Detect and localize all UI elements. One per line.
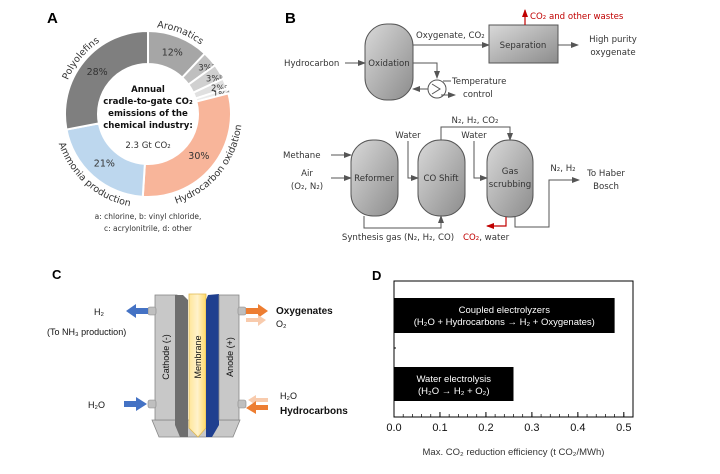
center-line-4: chemical industry:: [103, 121, 193, 131]
center-line-2: cradle-to-gate CO₂: [103, 97, 193, 107]
bar-coupled-electrolyzers: [394, 298, 615, 333]
co-shift-label: CO Shift: [423, 174, 459, 184]
anode-layer: [206, 294, 219, 437]
membrane-label: Membrane: [193, 335, 203, 378]
bar-text-line: (H₂O → H₂ + O₂): [418, 386, 490, 397]
waste-label: CO₂ and other wastes: [530, 12, 624, 22]
scrubbing-label-1: Gas: [502, 167, 519, 177]
hydrocarbons-label: Hydrocarbons: [280, 406, 348, 417]
temp-label-2: control: [463, 90, 493, 100]
cathode-label: Cathode (-): [161, 334, 171, 380]
hydrocarbon-input-label: Hydrocarbon: [284, 59, 339, 69]
x-tick-label: 0.5: [616, 422, 631, 434]
donut-slice-hydrocarbon-oxidation: [141, 92, 232, 198]
x-tick-label: 0.1: [432, 422, 447, 434]
bypass-line: [440, 126, 513, 141]
bar-text-line: (H₂O + Hydrocarbons → H₂ + Oxygenates): [414, 317, 595, 328]
hydrocarbons-in-arrow-icon: [246, 401, 268, 414]
bypass-stream-label: N₂, H₂, CO₂: [452, 116, 499, 126]
footnote-line-1: a: chlorine, b: vinyl chloride,: [95, 212, 202, 221]
oxidation-label: Oxidation: [368, 59, 409, 69]
x-tick-label: 0.0: [386, 422, 401, 434]
center-line-3: emissions of the: [108, 109, 188, 119]
air-label: Air: [301, 169, 313, 179]
co2-water-arrow: [486, 217, 507, 229]
oxygenates-label: Oxygenates: [276, 306, 333, 317]
anode-label: Anode (+): [225, 337, 235, 377]
x-tick-label: 0.4: [570, 422, 585, 434]
heat-exchanger-symbol: [431, 83, 441, 95]
donut-pct-label-vinyl-chloride-b: 3%b: [206, 74, 223, 84]
donut-pct-label-aromatics: 12%: [162, 48, 183, 59]
electrolyzer-cell: Cathode (-) Membrane Anode (+): [147, 293, 247, 438]
scrubbing-label-2: scrubbing: [489, 180, 531, 190]
h2o-in-right-arrow-icon: [248, 395, 268, 405]
temp-label-1: Temperature: [451, 77, 506, 87]
oxygenates-out-arrow-icon: [246, 304, 268, 318]
separation-box: [488, 24, 559, 64]
hydrocarbons-inlet-port: [237, 399, 247, 409]
cathode-layer: [175, 295, 188, 437]
h2o-in-arrow-icon: [124, 397, 147, 411]
panel-a-label: A: [47, 10, 58, 27]
outlet-stream-label: N₂, H₂: [550, 164, 575, 174]
product-line-2: oxygenate: [590, 48, 635, 58]
reformer-label: Reformer: [354, 174, 394, 184]
methane-label: Methane: [283, 151, 321, 161]
oxygenate-stream-label: Oxygenate, CO₂: [416, 31, 485, 41]
center-total: 2.3 Gt CO₂: [125, 141, 170, 151]
o2-label: O₂: [276, 319, 287, 329]
water-arrow-2: [473, 141, 488, 181]
outlet-line: [514, 177, 580, 228]
co2-water-label: CO₂, water: [463, 233, 510, 243]
h2o-in-right-label: H₂O: [280, 391, 297, 401]
o2-out-arrow-icon: [246, 315, 266, 326]
oxygenates-outlet-port: [237, 306, 247, 316]
water-label-2: Water: [461, 131, 487, 141]
air-composition-label: (O₂, N₂): [291, 182, 323, 192]
reformer-vessel: [350, 139, 399, 217]
footnote-line-2: c: acrylonitrile, d: other: [104, 224, 193, 233]
donut-pct-label-polyolefins: 28%: [87, 67, 108, 78]
panel-b-label: B: [285, 10, 296, 27]
haber-label-2: Bosch: [593, 182, 619, 192]
separation-label: Separation: [500, 41, 547, 51]
donut-slice-polyolefins: [64, 29, 149, 131]
panel-d-label: D: [372, 268, 381, 283]
anode-plate: [218, 294, 240, 421]
x-tick-label: 0.3: [524, 422, 539, 434]
product-line-1: High purity: [589, 35, 637, 45]
x-axis-label: Max. CO₂ reduction efficiency (t CO₂/MWh…: [423, 447, 605, 458]
donut-pct-label-hydrocarbon-oxidation: 30%: [188, 151, 209, 162]
membrane: [188, 293, 207, 438]
coolant-loop-line: [413, 62, 440, 79]
water-label-1: Water: [395, 131, 421, 141]
panel-c-label: C: [52, 267, 62, 282]
donut-pct-label-ammonia-production: 21%: [94, 159, 115, 170]
haber-label-1: To Haber: [586, 169, 625, 179]
oxidation-process: Oxidation Hydrocarbon Oxygenate, CO₂ Sep…: [284, 9, 637, 101]
syngas-line: [363, 215, 444, 229]
h2-out-label: H₂: [94, 307, 104, 317]
bar-text-line: Water electrolysis: [416, 374, 491, 385]
gas-scrubbing-vessel: [486, 139, 534, 218]
syngas-label: Synthesis gas (N₂, H₂, CO): [342, 233, 454, 243]
h2-outlet-port: [147, 306, 157, 316]
donut-center-text: Annual cradle-to-gate CO₂ emissions of t…: [103, 85, 193, 151]
h2-out-arrow-icon: [126, 304, 148, 318]
h2o-inlet-port: [147, 399, 157, 409]
x-tick-label: 0.2: [478, 422, 493, 434]
water-arrow-1: [407, 141, 419, 181]
ammonia-process: Methane Air (O₂, N₂) Reformer CO Shift G…: [283, 116, 625, 243]
bar-water-electrolysis: [394, 367, 514, 401]
donut-pct-label-acrylonitrile-c: 2%c: [211, 84, 228, 94]
center-line-1: Annual: [131, 85, 165, 95]
h2o-in-left-label: H₂O: [88, 400, 105, 410]
bar-text-line: Coupled electrolyzers: [459, 305, 551, 316]
nh3-note-label: (To NH₃ production): [47, 327, 126, 337]
